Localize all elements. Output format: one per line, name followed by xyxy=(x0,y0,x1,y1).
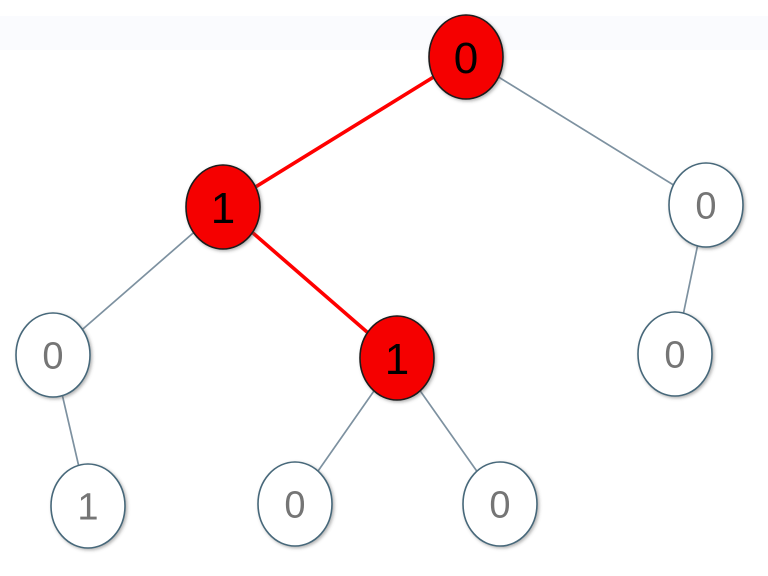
tree-node-circle-n-lrl[interactable] xyxy=(257,461,333,547)
tree-node-label-n-ll: 0 xyxy=(42,336,63,378)
tree-node-circle-n-lrr[interactable] xyxy=(462,461,538,547)
tree-node-n-l[interactable]: 1 xyxy=(185,164,261,250)
tree-node-label-n-lr: 1 xyxy=(385,335,409,384)
tree-node-n-r[interactable]: 0 xyxy=(668,162,744,248)
tree-node-label-n-lrr: 0 xyxy=(489,485,510,527)
tree-node-label-n-r: 0 xyxy=(695,186,716,228)
tree-node-n-llr[interactable]: 1 xyxy=(50,463,126,549)
tree-node-n-rl[interactable]: 0 xyxy=(637,311,713,397)
tree-node-n-lr[interactable]: 1 xyxy=(359,315,435,401)
tree-node-label-n-rl: 0 xyxy=(664,335,685,377)
tree-node-label-n-llr: 1 xyxy=(77,487,98,529)
tree-node-circle-n-lr[interactable] xyxy=(359,315,435,401)
tree-node-circle-root[interactable] xyxy=(428,14,504,100)
tree-node-circle-n-rl[interactable] xyxy=(637,311,713,397)
tree-edge-root-n-l xyxy=(222,55,467,209)
tree-node-label-n-l: 1 xyxy=(211,184,235,233)
tree-node-n-lrl[interactable]: 0 xyxy=(257,461,333,547)
top-band xyxy=(0,16,768,50)
tree-node-label-root: 0 xyxy=(454,34,478,83)
tree-nodes-layer: 0 1 0 0 1 0 1 0 0 xyxy=(15,14,744,549)
tree-edges-layer xyxy=(52,55,707,507)
tree-node-n-ll[interactable]: 0 xyxy=(15,312,91,398)
tree-node-circle-n-ll[interactable] xyxy=(15,312,91,398)
tree-node-n-lrr[interactable]: 0 xyxy=(462,461,538,547)
tree-node-root[interactable]: 0 xyxy=(428,14,504,100)
tree-node-circle-n-r[interactable] xyxy=(668,162,744,248)
tree-node-circle-n-l[interactable] xyxy=(185,164,261,250)
tree-node-circle-n-llr[interactable] xyxy=(50,463,126,549)
tree-node-label-n-lrl: 0 xyxy=(284,485,305,527)
tree-edge-root-n-r xyxy=(465,56,707,206)
